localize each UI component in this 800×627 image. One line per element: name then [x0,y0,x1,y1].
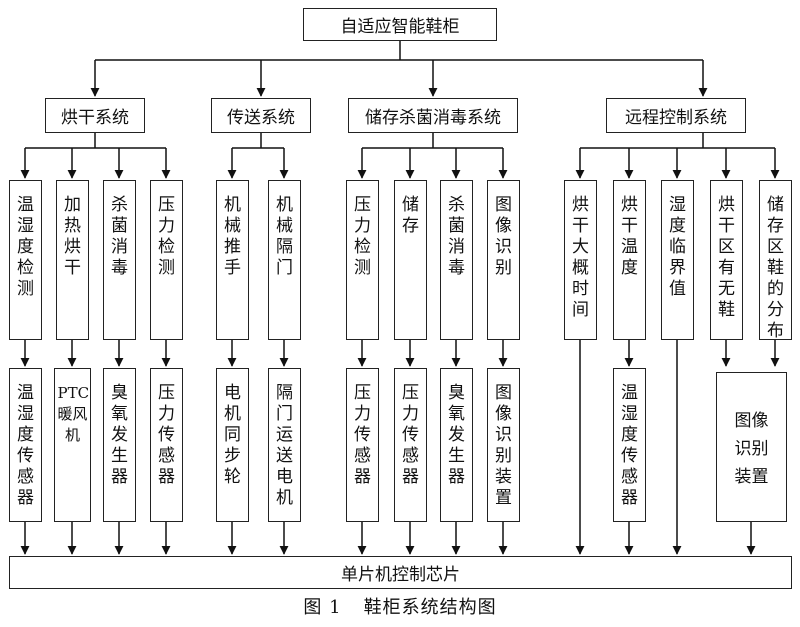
system-box-storage-sterilization: 储存杀菌消毒系统 [348,98,518,133]
device-box: 压力传感器 [394,368,427,522]
figure-title: 鞋柜系统结构图 [363,597,497,618]
function-box: 机械推手 [216,180,249,340]
system-label: 传送系统 [227,108,295,128]
function-label: 加热烘干 [64,195,81,278]
system-label: 远程控制系统 [625,108,727,128]
function-label: 压力检测 [158,195,175,278]
device-box: 隔门运送电机 [268,368,301,522]
function-box: 压力检测 [346,180,379,340]
device-box-image-recognition: 图像识别装置 [716,372,787,522]
function-box: 加热烘干 [56,180,89,340]
function-box: 杀菌消毒 [103,180,136,340]
system-label: 储存杀菌消毒系统 [365,108,501,128]
function-box: 机械隔门 [268,180,301,340]
function-label: 图像识别 [495,195,512,278]
function-label: 烘干区有无鞋 [718,195,735,320]
mcu-bar: 单片机控制芯片 [9,556,792,589]
device-box: 压力传感器 [150,368,183,522]
system-box-transfer: 传送系统 [211,98,311,133]
function-box: 储存区鞋的分布 [759,180,792,341]
function-label: 杀菌消毒 [111,195,128,278]
function-label: 机械推手 [224,195,241,278]
device-box: PTC暖风机 [54,368,91,522]
function-label: 温湿度检测 [17,195,34,299]
device-label: 压力传感器 [402,383,419,487]
title-box: 自适应智能鞋柜 [303,8,497,41]
device-box: 臭氧发生器 [103,368,136,522]
function-label: 压力检测 [354,195,371,278]
function-box: 杀菌消毒 [440,180,473,340]
mcu-label: 单片机控制芯片 [341,565,460,585]
function-label: 烘干大概时间 [572,195,589,320]
device-box: 臭氧发生器 [440,368,473,522]
device-label: 臭氧发生器 [111,383,128,487]
device-label-ptc: PTC暖风机 [57,383,90,446]
function-label: 烘干温度 [621,195,638,278]
function-box: 湿度临界值 [661,180,694,340]
function-box: 烘干温度 [613,180,646,340]
device-label: 温湿度传感器 [621,383,638,508]
device-label: 图像识别装置 [734,411,769,487]
function-label: 储存 [402,195,419,236]
device-label: 温湿度传感器 [17,383,34,508]
figure-number: 图 1 [303,597,342,618]
system-label: 烘干系统 [61,108,129,128]
function-box: 温湿度检测 [9,180,42,340]
function-label: 杀菌消毒 [448,195,465,278]
device-box: 电机同步轮 [216,368,249,522]
device-label: 压力传感器 [354,383,371,487]
function-box: 图像识别 [487,180,520,340]
device-label: 图像识别装置 [495,383,512,508]
device-label: 电机同步轮 [224,383,241,487]
function-box: 储存 [394,180,427,340]
device-label: PTC暖风机 [57,384,90,444]
figure-caption: 图 1 鞋柜系统结构图 [0,593,800,619]
device-box: 图像识别装置 [487,368,520,522]
function-label: 湿度临界值 [669,195,686,299]
device-label: 压力传感器 [158,383,175,487]
function-box: 压力检测 [150,180,183,340]
device-label: 隔门运送电机 [276,383,293,508]
function-box: 烘干区有无鞋 [710,180,743,340]
device-label: 臭氧发生器 [448,383,465,487]
system-box-drying: 烘干系统 [45,98,145,133]
title-text: 自适应智能鞋柜 [340,17,460,37]
function-box: 烘干大概时间 [564,180,597,340]
function-label: 机械隔门 [276,195,293,278]
system-box-remote-control: 远程控制系统 [606,98,746,133]
device-box: 压力传感器 [346,368,379,522]
device-box: 温湿度传感器 [9,368,42,522]
function-label: 储存区鞋的分布 [767,195,784,341]
device-box: 温湿度传感器 [613,368,646,522]
